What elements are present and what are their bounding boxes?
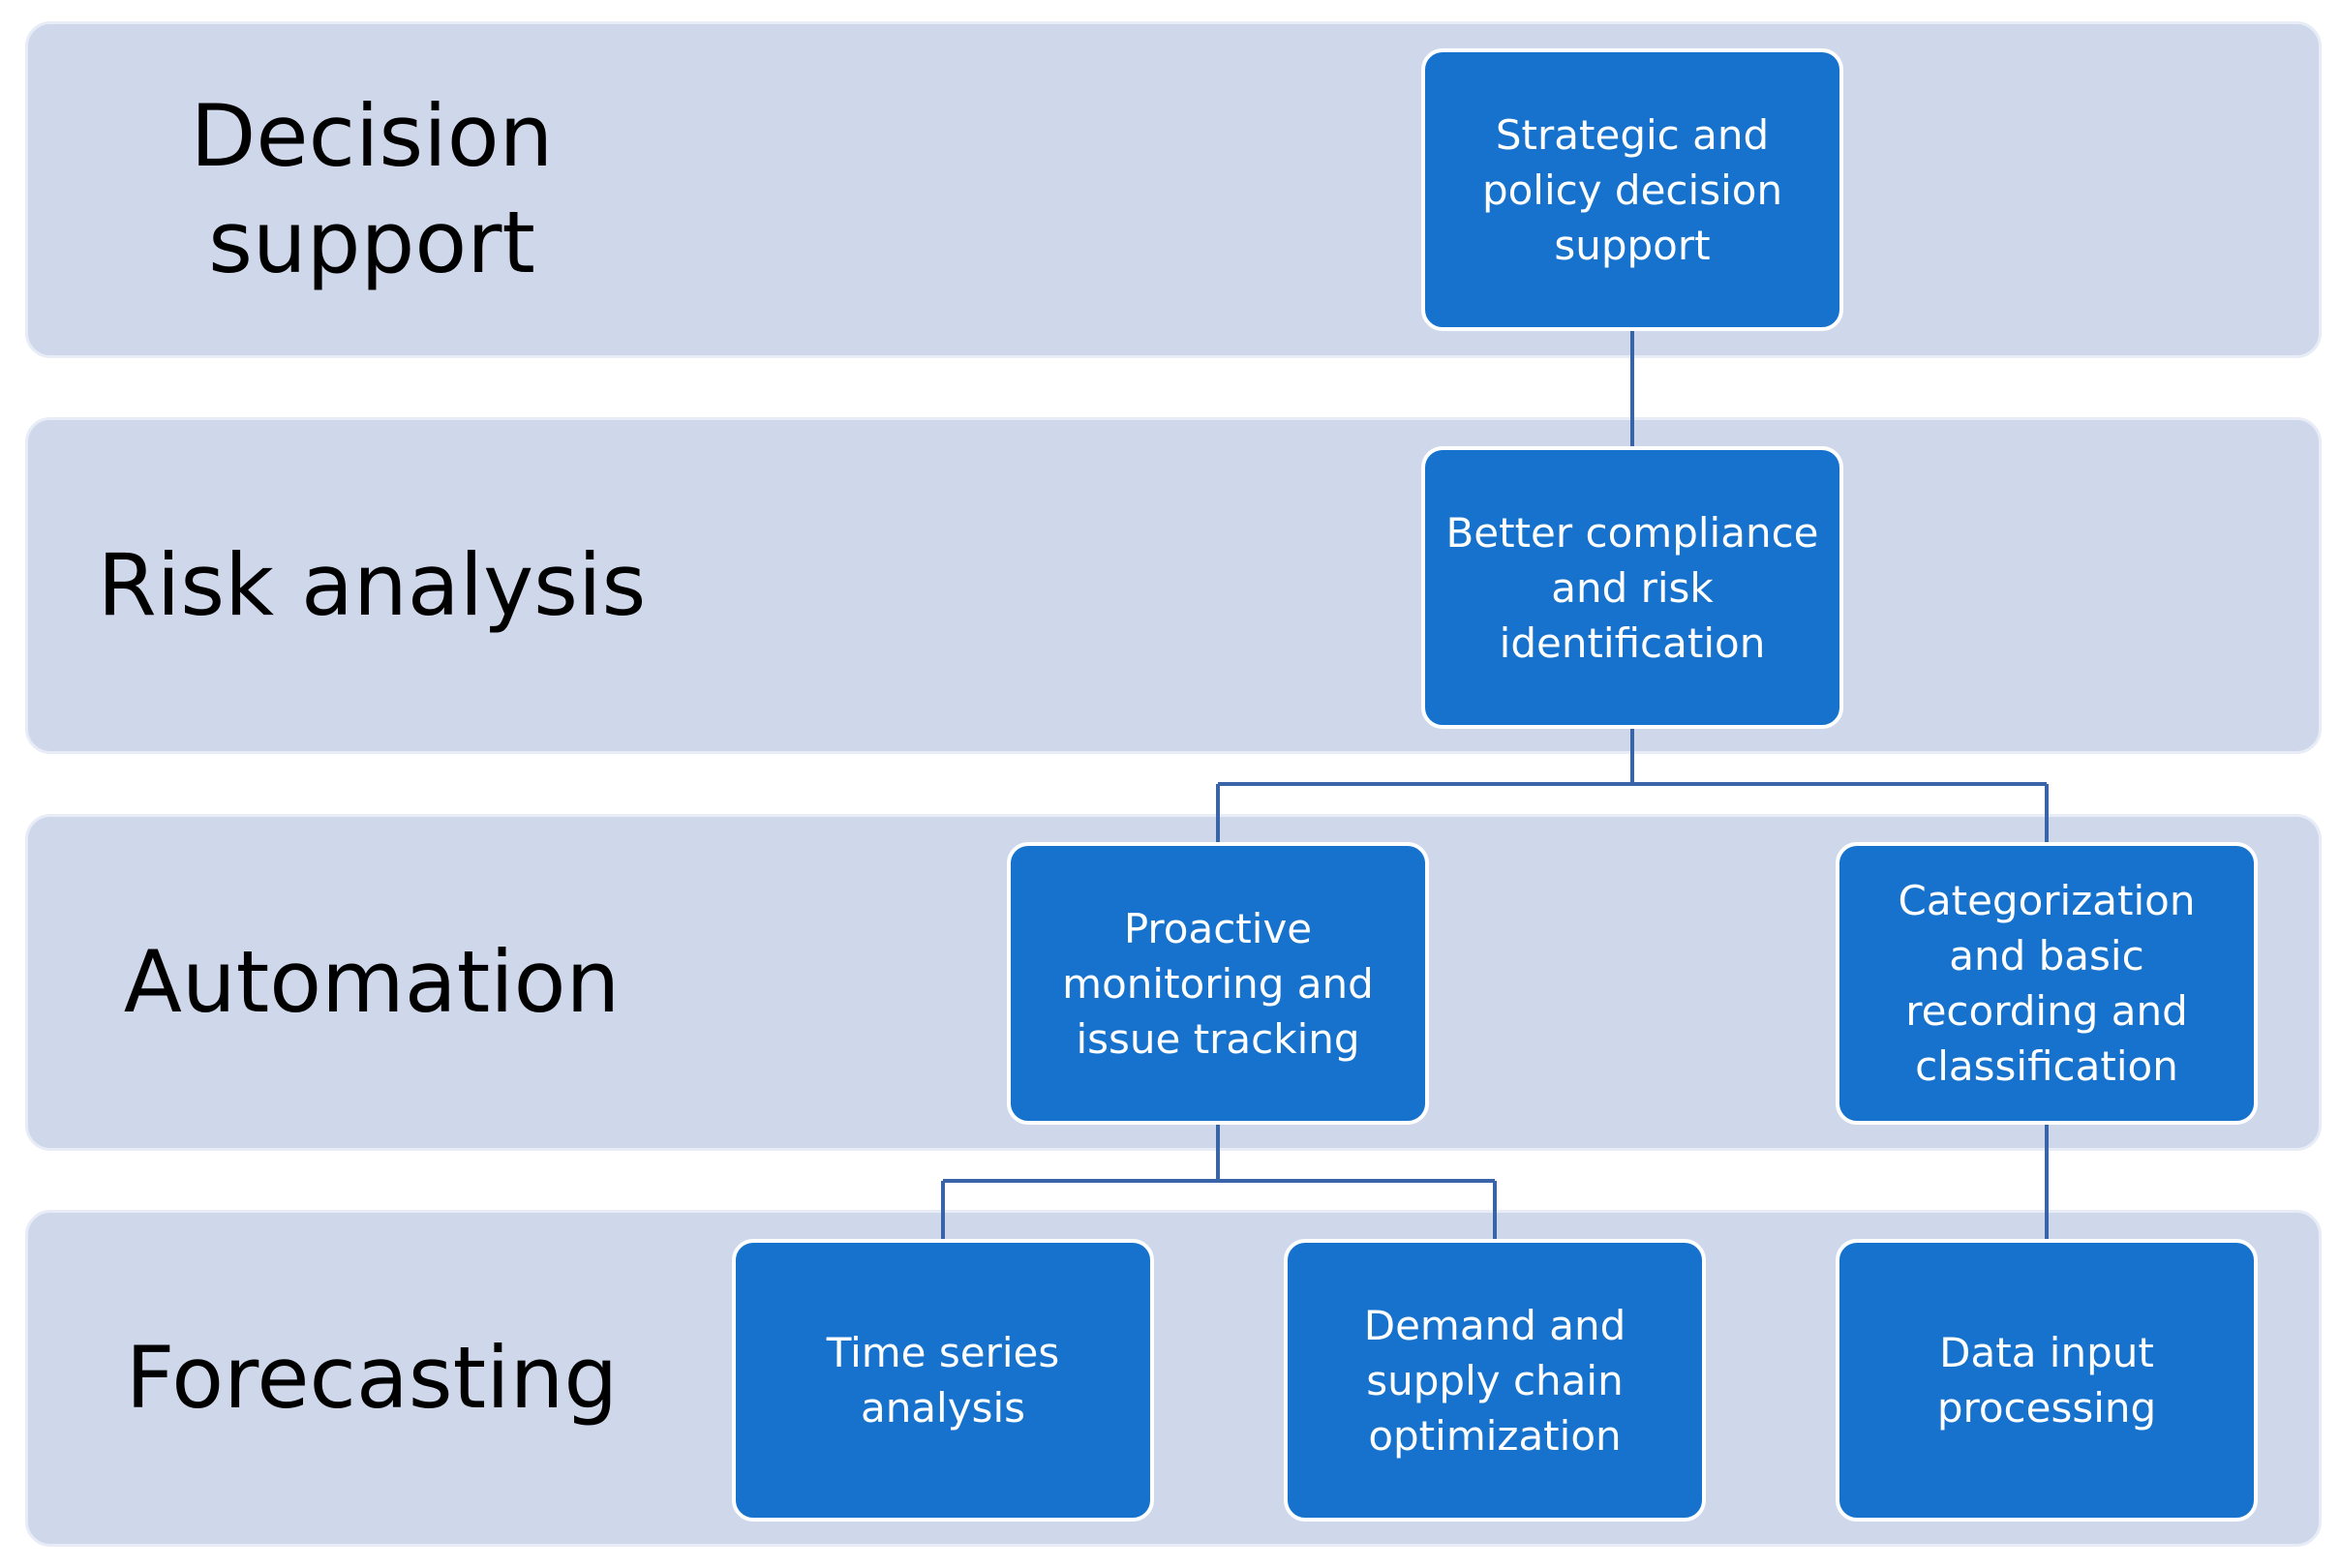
layer-band-risk-analysis: Risk analysis bbox=[25, 417, 2322, 754]
layer-band-decision-support: Decision support bbox=[25, 21, 2322, 358]
layer-label-decision-support: Decision support bbox=[190, 86, 554, 292]
layer-label-automation: Automation bbox=[123, 932, 621, 1032]
node-categorization-recording-classification: Categorization and basic recording and c… bbox=[1836, 842, 2258, 1125]
node-data-input-processing: Data input processing bbox=[1836, 1239, 2258, 1522]
node-demand-supply-chain-optimization: Demand and supply chain optimization bbox=[1284, 1239, 1706, 1522]
node-time-series-analysis: Time series analysis bbox=[732, 1239, 1154, 1522]
node-proactive-monitoring-issue-tracking: Proactive monitoring and issue tracking bbox=[1007, 842, 1429, 1125]
layer-label-risk-analysis: Risk analysis bbox=[97, 535, 647, 635]
node-strategic-policy-decision-support: Strategic and policy decision support bbox=[1421, 48, 1843, 331]
layer-label-forecasting: Forecasting bbox=[125, 1328, 619, 1428]
node-better-compliance-risk-identification: Better compliance and risk identificatio… bbox=[1421, 446, 1843, 729]
